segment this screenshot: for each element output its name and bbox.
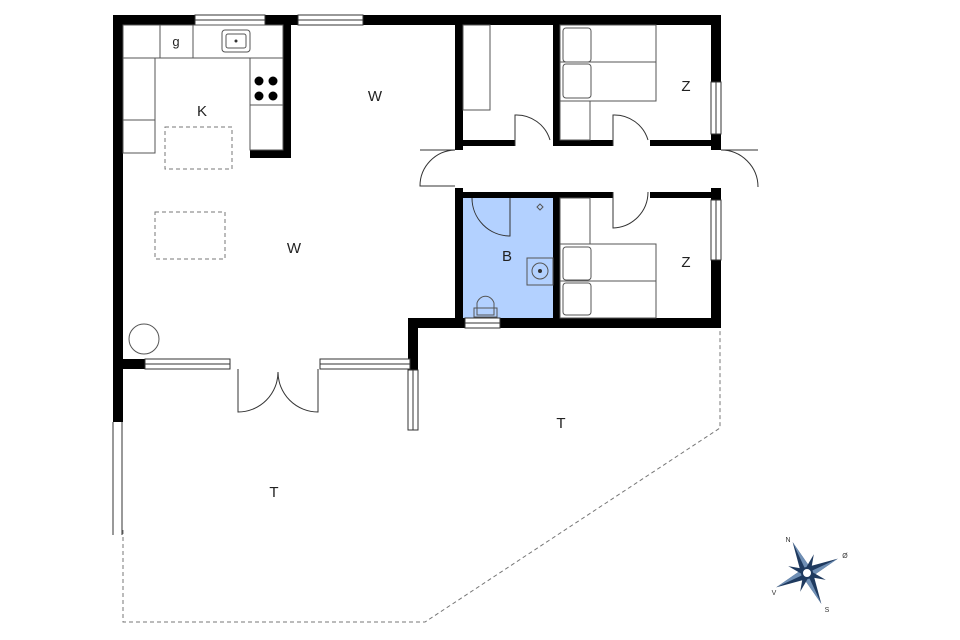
stove-icon <box>254 76 278 101</box>
terrace-right-label: T <box>556 415 565 432</box>
kitchen-fridge-label: g <box>172 34 179 49</box>
doors <box>237 114 759 413</box>
sink-icon <box>221 29 251 53</box>
kitchen-island <box>164 126 233 170</box>
stove-round-icon <box>128 323 160 355</box>
dining-table <box>154 211 226 260</box>
kitchen-label: K <box>197 103 207 120</box>
bed-icon <box>559 24 657 141</box>
bathroom-label: B <box>502 248 512 265</box>
bedroom-top-label: Z <box>681 78 690 95</box>
bed-icon <box>559 197 657 319</box>
compass-north: N <box>785 537 790 544</box>
living-main-label: W <box>287 240 302 257</box>
living-top-label: W <box>368 88 383 105</box>
bedroom-bottom-label: Z <box>681 254 690 271</box>
wardrobe <box>462 24 491 111</box>
compass-south: S <box>825 607 830 614</box>
compass-east: Ø <box>842 553 848 560</box>
windows <box>144 14 722 431</box>
compass-west: V <box>772 590 777 597</box>
kitchen-counter <box>122 24 284 154</box>
terrace-outline <box>112 330 721 623</box>
compass-rose-icon <box>776 542 838 604</box>
terrace-left-label: T <box>269 484 278 501</box>
drain-icon <box>536 203 544 211</box>
washbasin-icon <box>526 257 554 286</box>
toilet-icon <box>473 295 498 318</box>
